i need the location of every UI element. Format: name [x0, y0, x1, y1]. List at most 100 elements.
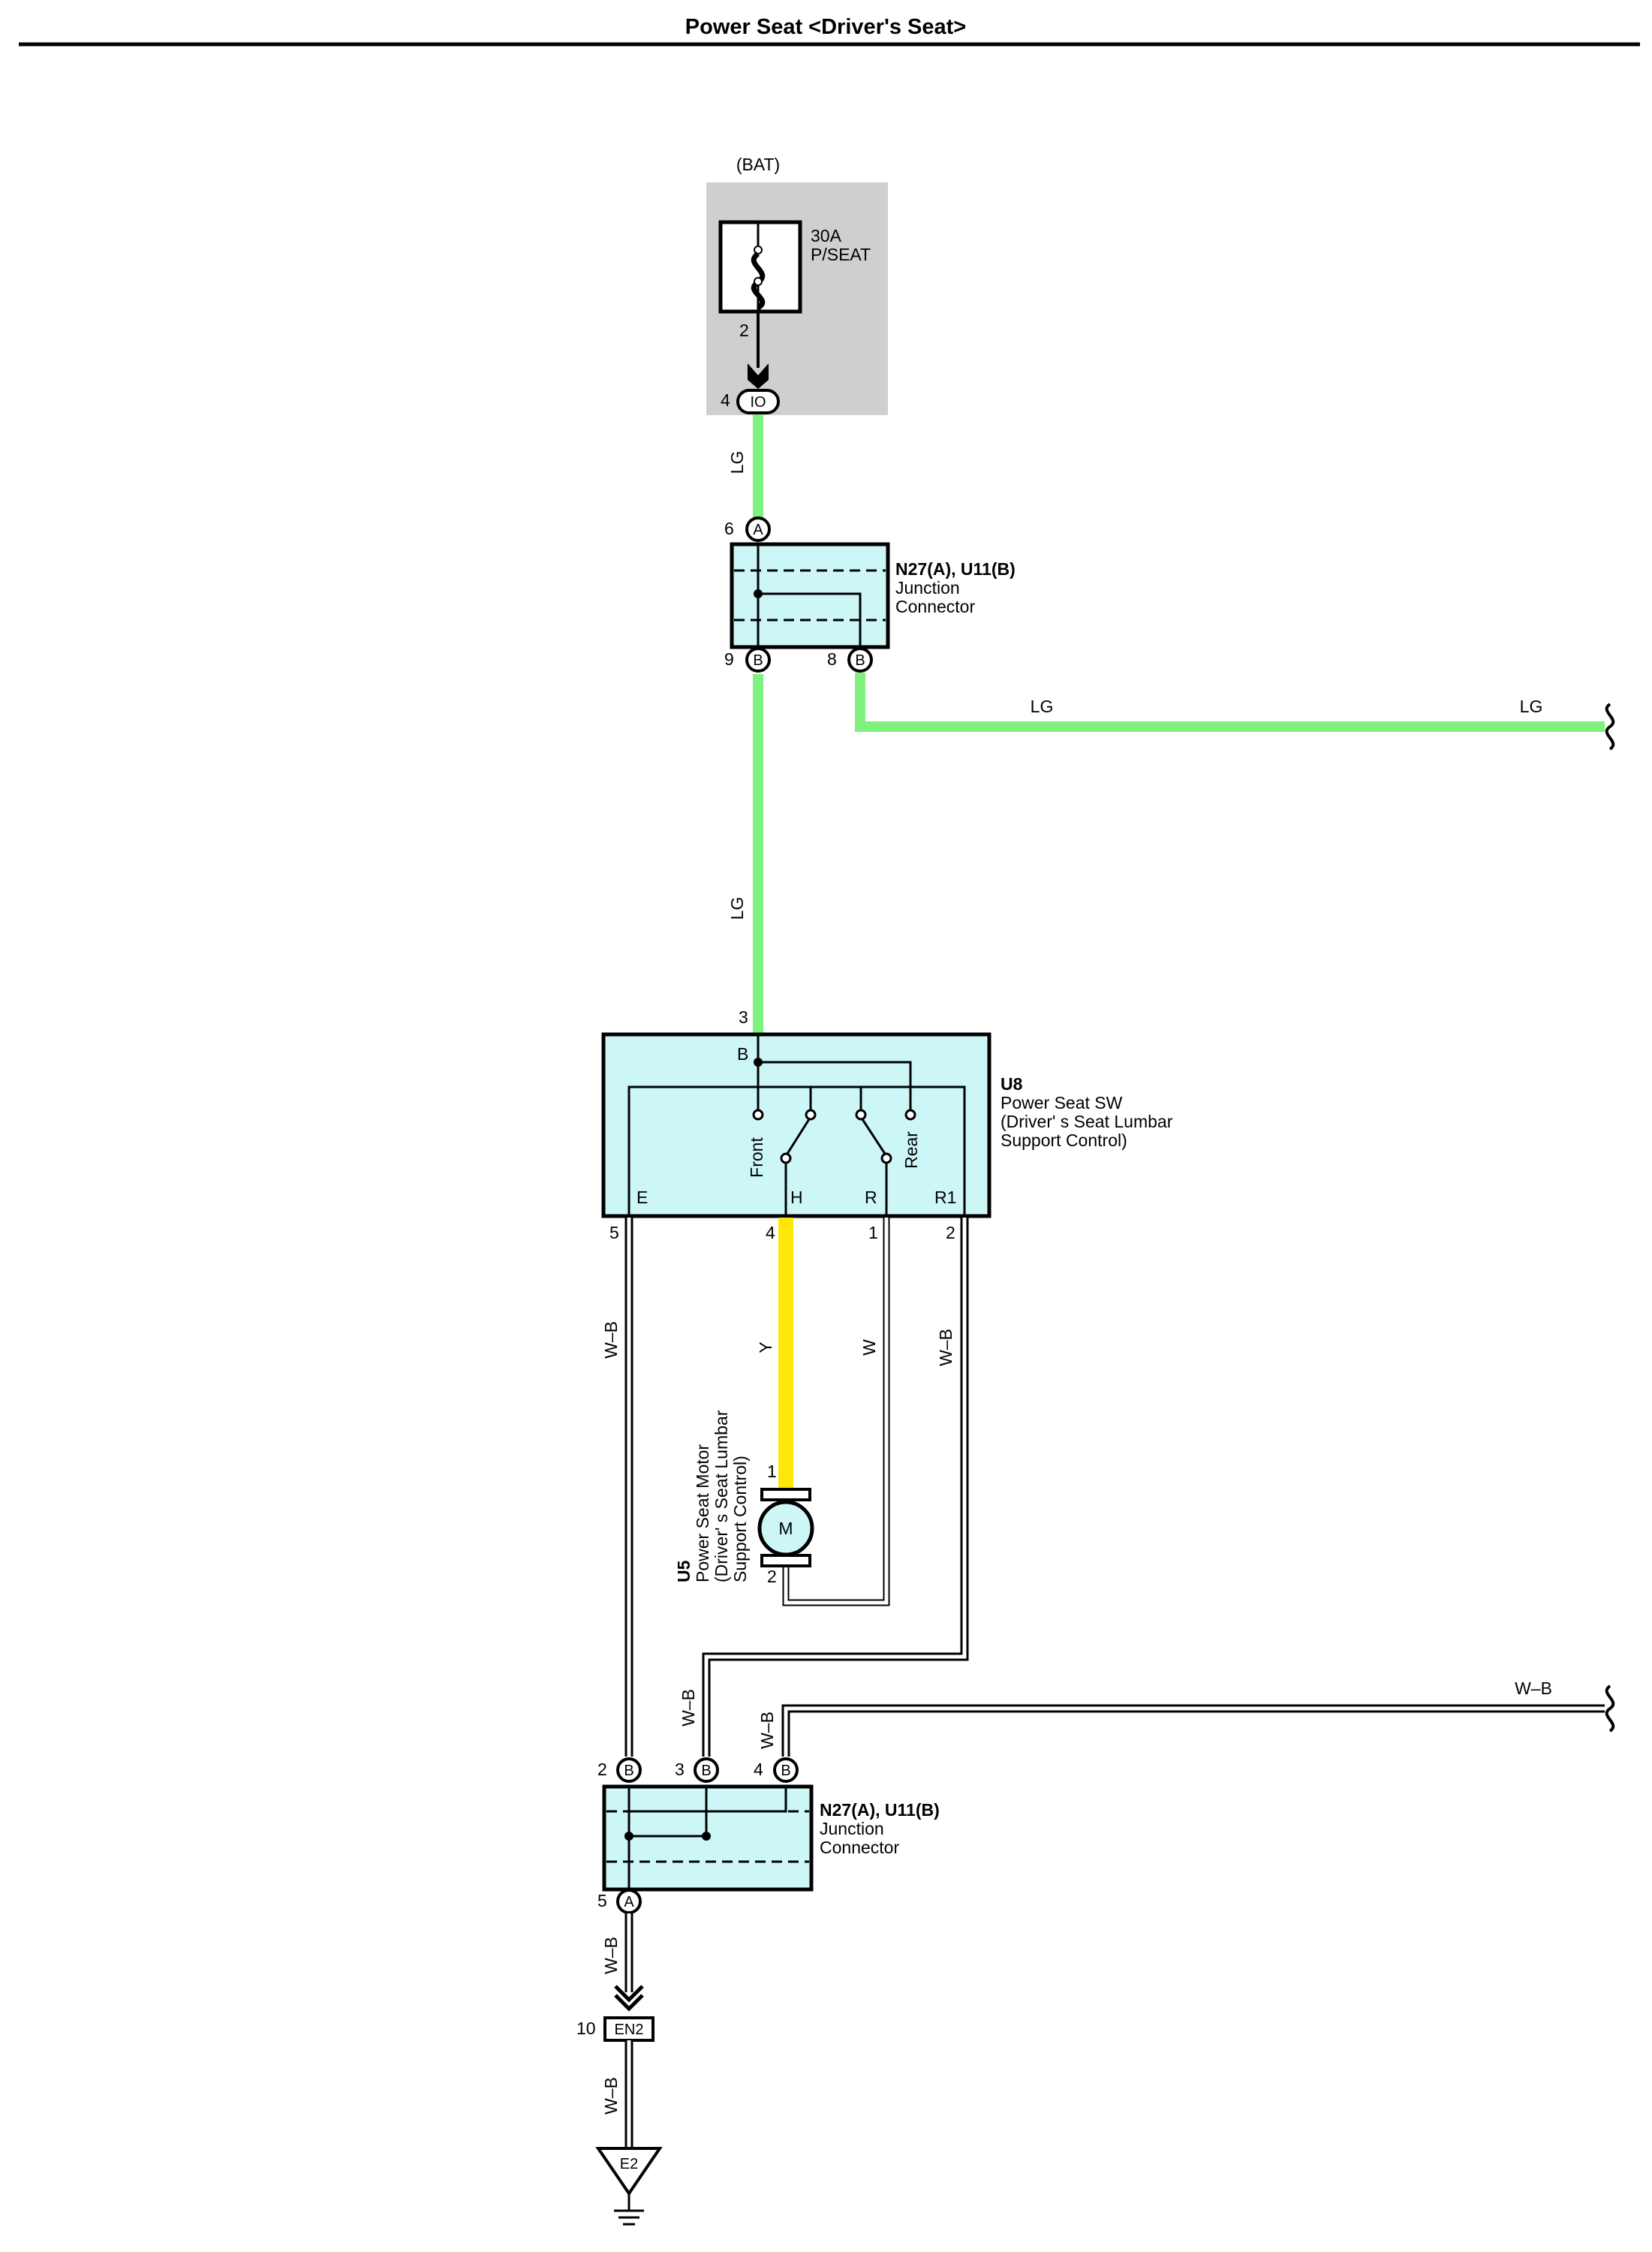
junction-bottom-pin-c-tag: B	[781, 1763, 790, 1779]
wire-label-wb-ground-2: W–B	[601, 2077, 621, 2115]
motor-pin2: 2	[767, 1567, 777, 1586]
ground-point-label: E2	[620, 2156, 638, 2172]
switch-front-contact-a	[752, 1109, 764, 1121]
switch-term-b: B	[737, 1044, 748, 1064]
motor-code: U5	[674, 1560, 694, 1582]
junction-top-pin-in-connector	[745, 516, 771, 542]
switch-feed-bus	[758, 1061, 912, 1110]
switch-pin-h: 4	[766, 1223, 775, 1242]
fuse-source-label: (BAT)	[736, 155, 780, 174]
switch-pin-e: 5	[609, 1223, 619, 1242]
io-connector-code: IO	[750, 394, 766, 411]
junction-bottom-pin-out-tag: A	[624, 1894, 634, 1910]
wire-w-inner	[784, 1218, 889, 1605]
junction-bottom-node-2	[702, 1832, 711, 1841]
switch-pin-r1: 2	[946, 1223, 955, 1242]
junction-top-line1: Junction	[895, 578, 960, 598]
junction-bottom-code: N27(A), U11(B)	[820, 1800, 940, 1820]
wire-break-icon-wb	[1605, 1684, 1615, 1733]
switch-rear-pivot	[880, 1152, 892, 1164]
switch-pin-r: 1	[868, 1223, 878, 1242]
wire-wb-r1-inner	[704, 1218, 967, 1757]
switch-term-r1: R1	[934, 1188, 956, 1207]
wire-label-wb-e: W–B	[601, 1321, 621, 1359]
wire-label-wb-r1: W–B	[936, 1329, 955, 1366]
wire-wb-right-inner	[784, 1706, 1605, 1757]
switch-front-blade	[784, 1118, 811, 1157]
junction-bottom-line1: Junction	[820, 1819, 884, 1838]
switch-rear-blade	[861, 1118, 888, 1157]
wire-label-lg-3: LG	[1031, 697, 1054, 716]
junction-top-pin-right-connector	[847, 647, 873, 673]
junction-top-pin-in: 6	[724, 519, 734, 538]
junction-bottom-pin-a: 2	[597, 1760, 607, 1779]
junction-bottom-line2: Connector	[820, 1838, 899, 1857]
switch-label-rear: Rear	[901, 1131, 921, 1169]
switch-term-r: R	[865, 1188, 877, 1207]
junction-top-pin-in-tag: A	[753, 522, 763, 538]
junction-bottom-pin-c-connector	[773, 1757, 799, 1783]
motor-terminal-top	[760, 1488, 811, 1501]
wire-label-lg-1: LG	[727, 451, 747, 474]
wire-wb-right-outer	[781, 1704, 1605, 1757]
junction-top-pin-right: 8	[827, 649, 837, 669]
junction-top-pin-left: 9	[724, 649, 734, 669]
io-connector	[736, 389, 780, 414]
junction-top-pin-right-tag: B	[855, 652, 865, 669]
wire-label-w: W	[859, 1339, 879, 1356]
io-connector-pin: 4	[721, 390, 730, 410]
junction-top-line2: Connector	[895, 597, 975, 616]
ground-connector-code: EN2	[615, 2022, 644, 2038]
switch-term-e: E	[636, 1188, 648, 1207]
junction-bottom-pin-b-connector	[694, 1757, 719, 1783]
fuse-rating-label: 30A	[811, 226, 842, 245]
junction-top-link	[758, 592, 862, 647]
switch-ground-rail	[627, 1085, 966, 1218]
motor-pin1: 1	[767, 1462, 777, 1481]
junction-bottom-pin-out-connector	[616, 1889, 642, 1914]
switch-rear-contact-a	[855, 1109, 867, 1121]
junction-bottom-pin-b: 3	[675, 1760, 685, 1779]
wire-label-lg-2: LG	[727, 897, 747, 920]
wire-break-icon-lg	[1605, 703, 1615, 751]
junction-top-node	[754, 589, 763, 598]
junction-bottom-node-1	[624, 1832, 633, 1841]
switch-front-contact-b	[805, 1109, 817, 1121]
switch-line3: Support Control)	[1001, 1131, 1127, 1150]
junction-bottom-pin-c: 4	[754, 1760, 763, 1779]
wire-label-wb-pin3: W–B	[679, 1689, 698, 1727]
switch-line2: (Driver' s Seat Lumbar	[1001, 1112, 1173, 1131]
diagram-title: Power Seat <Driver's Seat>	[685, 15, 966, 39]
motor-symbol: M	[778, 1519, 793, 1538]
junction-top-pin-left-connector	[745, 647, 771, 673]
switch-rear-contact-b	[904, 1109, 916, 1121]
junction-bottom-pin-a-tag: B	[624, 1763, 633, 1779]
switch-body	[601, 1032, 992, 1218]
ground-connector-pin: 10	[576, 2019, 596, 2038]
wire-lg-branch-right	[855, 673, 1605, 732]
motor-line1: Power Seat Motor	[693, 1444, 712, 1582]
switch-code: U8	[1001, 1074, 1023, 1094]
motor-line3: Support Control)	[730, 1456, 750, 1582]
connector-arrow-icon	[748, 363, 769, 389]
switch-label-front: Front	[747, 1137, 766, 1178]
switch-line1: Power Seat SW	[1001, 1093, 1123, 1112]
motor-terminal-bottom	[760, 1554, 811, 1567]
junction-top-pin-left-tag: B	[753, 652, 763, 669]
fuse-pin-out: 2	[739, 321, 749, 340]
wire-label-wb-pin4: W–B	[757, 1712, 777, 1749]
junction-top-code: N27(A), U11(B)	[895, 559, 1016, 579]
wire-label-wb-right: W–B	[1515, 1678, 1552, 1698]
fuse-name-label: P/SEAT	[811, 245, 871, 264]
junction-bottom-pin-a-connector	[616, 1757, 642, 1783]
motor-line2: (Driver' s Seat Lumbar	[712, 1410, 731, 1582]
wire-label-wb-ground-1: W–B	[601, 1937, 621, 1974]
switch-term-h: H	[790, 1188, 803, 1207]
wire-label-lg-4: LG	[1520, 697, 1543, 716]
switch-pin-top: 3	[739, 1007, 748, 1027]
ground-point-triangle-icon	[595, 2147, 663, 2196]
switch-front-pivot	[780, 1152, 792, 1164]
junction-bottom-pin-b-tag: B	[701, 1763, 711, 1779]
wire-label-y: Y	[756, 1341, 775, 1353]
